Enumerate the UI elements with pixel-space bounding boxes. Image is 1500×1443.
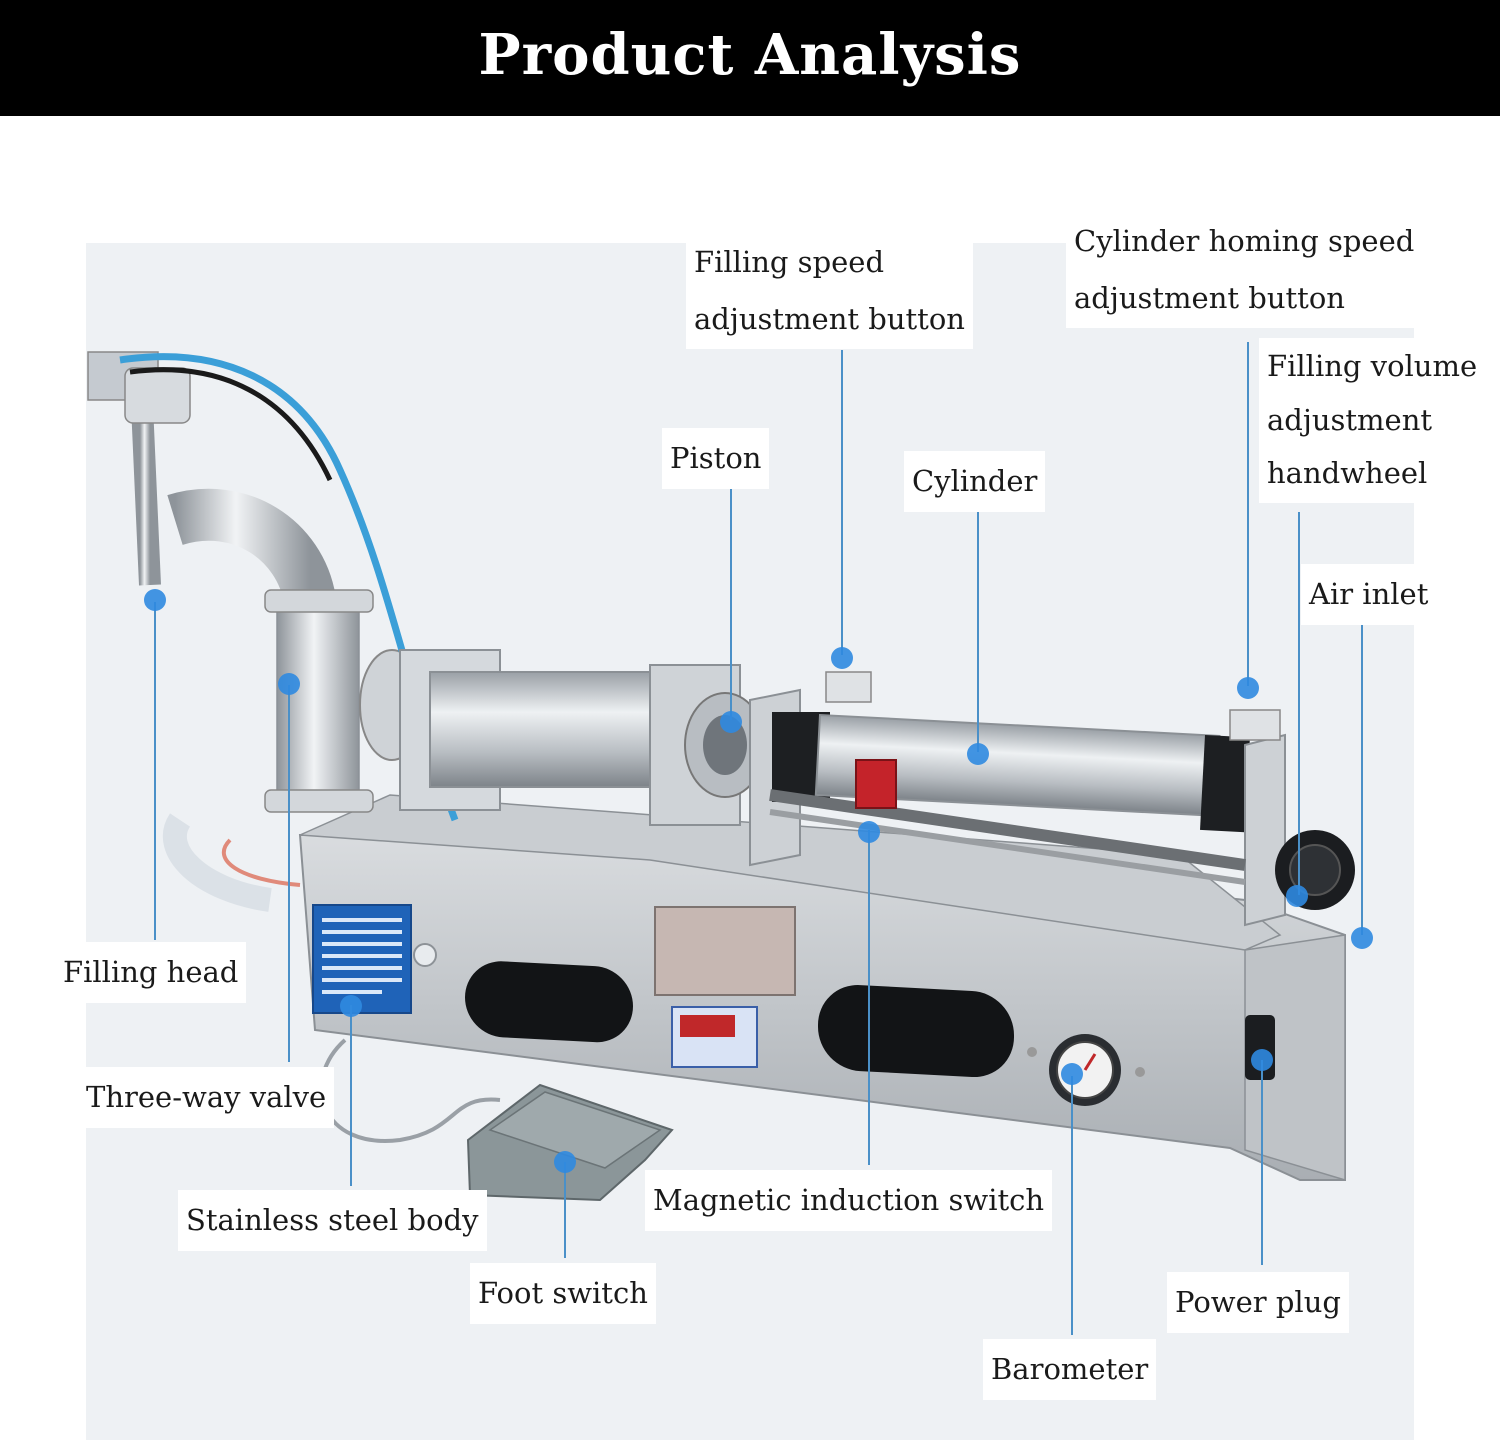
marker-piston — [720, 711, 742, 733]
marker-magnetic-switch — [858, 821, 880, 843]
label-foot-switch: Foot switch — [470, 1263, 656, 1324]
label-cylinder-homing-line2: adjustment button — [1074, 280, 1345, 315]
page-title: Product Analysis — [478, 22, 1022, 88]
marker-barometer — [1061, 1063, 1083, 1085]
pneumatic-cylinder — [749, 671, 1355, 927]
filling-assembly — [87, 351, 425, 912]
marker-handwheel — [1286, 885, 1308, 907]
label-cylinder-homing: Cylinder homing speed adjustment button — [1066, 211, 1423, 329]
label-cylinder: Cylinder — [904, 451, 1046, 512]
marker-stainless-body — [340, 995, 362, 1017]
label-stainless-body: Stainless steel body — [178, 1190, 487, 1251]
marker-air-inlet — [1351, 927, 1373, 949]
label-piston: Piston — [662, 428, 770, 489]
material-barrel — [399, 649, 766, 826]
label-filling-volume-line2: adjustment — [1267, 402, 1433, 437]
label-filling-speed: Filling speed adjustment button — [686, 232, 973, 350]
label-cylinder-homing-line1: Cylinder homing speed — [1074, 224, 1415, 258]
marker-cylinder — [967, 743, 989, 765]
label-magnetic-switch: Magnetic induction switch — [645, 1170, 1053, 1231]
marker-filling-head — [144, 589, 166, 611]
label-filling-head: Filling head — [55, 942, 247, 1003]
marker-filling-speed — [831, 647, 853, 669]
label-filling-volume-line3: handwheel — [1267, 456, 1428, 491]
label-three-way-valve: Three-way valve — [78, 1067, 335, 1128]
label-air-inlet: Air inlet — [1301, 564, 1437, 625]
markers — [144, 589, 1373, 1173]
marker-foot-switch — [554, 1151, 576, 1173]
leader-lines — [154, 342, 1363, 1335]
marker-three-way-valve — [278, 673, 300, 695]
label-filling-speed-line1: Filling speed — [694, 245, 885, 279]
stainless-steel-body — [298, 794, 1346, 1182]
label-barometer: Barometer — [983, 1339, 1157, 1400]
marker-power-plug — [1251, 1049, 1273, 1071]
title-banner: Product Analysis — [0, 0, 1500, 116]
label-filling-speed-line2: adjustment button — [694, 301, 965, 336]
label-power-plug: Power plug — [1167, 1272, 1349, 1333]
marker-cylinder-homing — [1237, 677, 1259, 699]
label-filling-volume-line1: Filling volume — [1267, 349, 1478, 383]
label-filling-volume: Filling volume adjustment handwheel — [1259, 338, 1486, 503]
